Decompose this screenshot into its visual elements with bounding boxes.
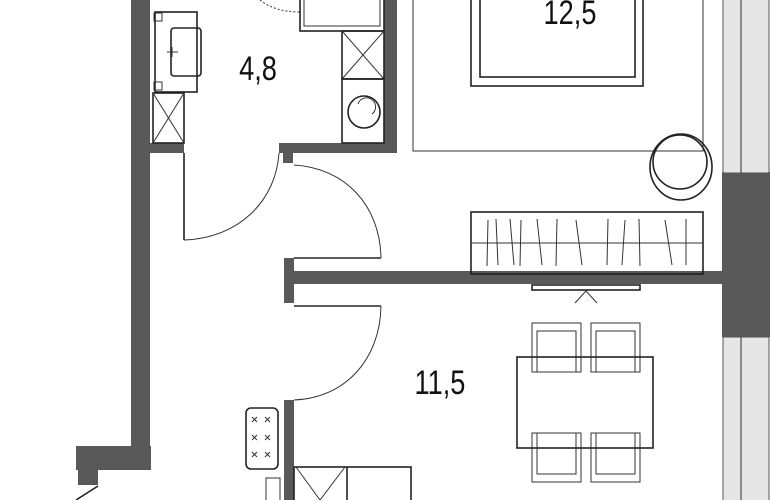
wardrobe xyxy=(470,211,704,275)
bedroom-area-label: 12,5 xyxy=(544,0,597,32)
tv xyxy=(531,284,641,304)
entry-door-leaf xyxy=(75,485,99,500)
window-bottom xyxy=(722,336,770,500)
bathroom-sink xyxy=(153,11,202,93)
shower-door-swing xyxy=(259,0,301,13)
window-top xyxy=(722,0,770,174)
bedroom-door[interactable] xyxy=(293,164,382,259)
shower-tray xyxy=(299,0,385,32)
bathroom-area-label: 4,8 xyxy=(239,49,277,88)
dining-chairs xyxy=(531,322,641,483)
armchair xyxy=(649,133,713,201)
dining-table xyxy=(516,356,654,449)
kitchen-door[interactable] xyxy=(293,305,382,401)
kitchen-counter xyxy=(293,466,412,500)
shaft-box xyxy=(152,92,185,144)
kitchen-appliance xyxy=(265,477,281,500)
walls xyxy=(76,0,770,500)
washing-machine xyxy=(341,78,385,144)
stove xyxy=(245,407,279,470)
bed xyxy=(470,0,644,87)
living-area-label: 11,5 xyxy=(415,363,466,402)
bathroom-door[interactable] xyxy=(183,152,280,241)
bedroom-rug xyxy=(412,0,704,152)
shaft-box-2 xyxy=(341,30,385,80)
